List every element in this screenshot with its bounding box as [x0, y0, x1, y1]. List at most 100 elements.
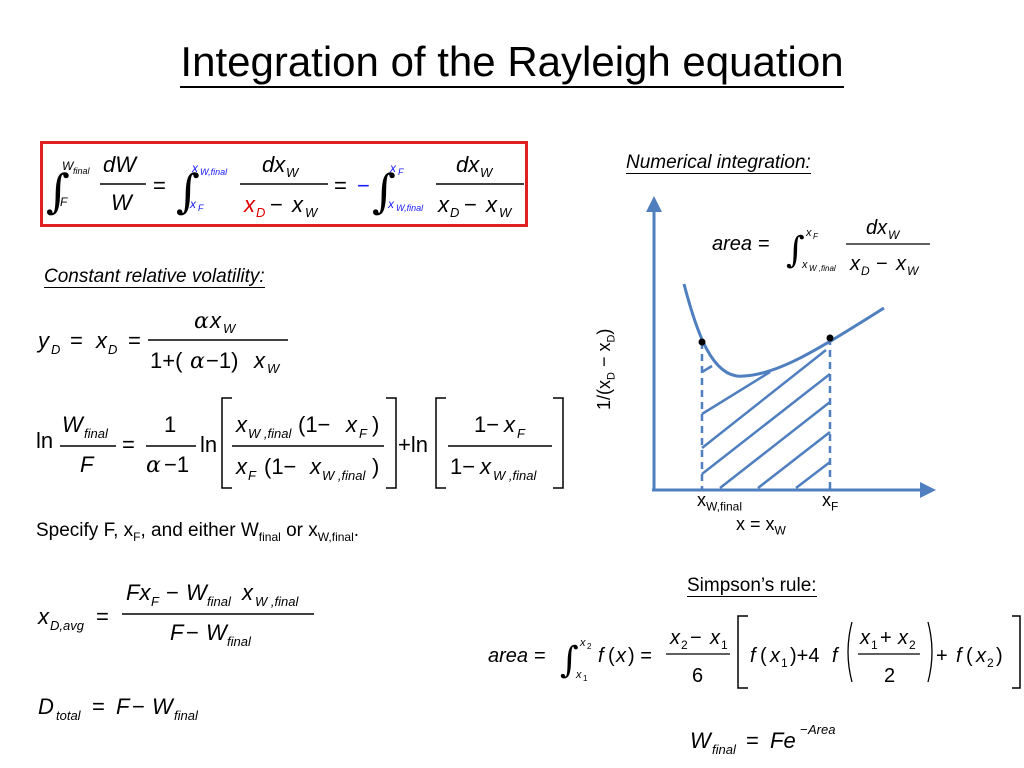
svg-text:6: 6 [692, 665, 703, 687]
svg-text:x: x [345, 412, 358, 437]
svg-text:−1: −1 [164, 452, 189, 477]
svg-text:x: x [253, 348, 266, 373]
svg-text:x: x [189, 197, 197, 211]
svg-text:−: − [270, 192, 283, 217]
svg-text:x: x [387, 197, 395, 211]
svg-text:x: x [389, 161, 397, 175]
svg-text:W: W [480, 165, 494, 180]
svg-text:−: − [132, 694, 145, 719]
svg-text:+: + [936, 645, 948, 667]
x-axis-label: x = xW [736, 514, 786, 538]
svg-text:+: + [880, 627, 892, 649]
page-title: Integration of the Rayleigh equation [0, 38, 1024, 88]
svg-text:2: 2 [681, 638, 688, 652]
svg-text:x: x [615, 645, 627, 667]
svg-text:F: F [80, 452, 95, 477]
svg-text:F: F [398, 167, 404, 177]
svg-text:W: W [888, 228, 901, 242]
svg-text:=: = [70, 328, 83, 353]
svg-text:F: F [170, 620, 185, 645]
svg-text:=: = [153, 173, 166, 198]
specify-text: Specify F, xF, and either Wfinal or xW,f… [36, 520, 360, 544]
svg-text:F: F [813, 232, 819, 241]
svg-text:dx: dx [456, 152, 480, 177]
svg-text:ln: ln [36, 428, 53, 453]
svg-text:area: area [488, 645, 528, 667]
svg-text:f: f [832, 645, 840, 667]
svg-text:W: W [267, 361, 281, 376]
svg-text:F: F [248, 468, 257, 483]
svg-text:(: ( [966, 645, 973, 667]
svg-text:∫: ∫ [560, 640, 579, 681]
svg-text:x: x [709, 627, 721, 649]
svg-text:2: 2 [587, 642, 592, 651]
svg-text:−: − [357, 173, 370, 198]
numerical-integration-graph [646, 196, 936, 498]
svg-text:2: 2 [884, 665, 895, 687]
constant-volatility-heading: Constant relative volatility: [44, 266, 265, 288]
svg-text:final: final [174, 708, 199, 723]
svg-text:−: − [876, 253, 888, 275]
svg-text:F: F [517, 426, 526, 441]
svg-text:f: f [750, 645, 758, 667]
svg-text:W ,final: W ,final [493, 468, 537, 483]
svg-text:ln: ln [200, 432, 217, 457]
svg-text:1: 1 [871, 638, 878, 652]
svg-text:W: W [305, 205, 319, 220]
y-axis-arrow-icon [646, 196, 662, 212]
svg-text:F: F [359, 426, 368, 441]
svg-text:F: F [151, 594, 160, 609]
svg-text:x: x [437, 192, 450, 217]
svg-text:x: x [769, 645, 781, 667]
svg-text:dx: dx [262, 152, 286, 177]
svg-text:(1−: (1− [298, 412, 330, 437]
svg-text:∫: ∫ [786, 230, 805, 271]
svg-text:x: x [209, 308, 222, 333]
svg-text:): ) [372, 412, 379, 437]
svg-text:x: x [849, 253, 861, 275]
svg-text:): ) [996, 645, 1003, 667]
svg-text:x: x [669, 627, 681, 649]
svg-text:1−: 1− [474, 412, 499, 437]
x-tick-f: xF [822, 490, 839, 514]
svg-text:∫: ∫ [176, 164, 200, 218]
svg-text:W: W [690, 728, 713, 753]
svg-text:−: − [464, 192, 477, 217]
svg-text:y: y [36, 328, 51, 353]
svg-text:−: − [186, 620, 199, 645]
svg-text:D: D [450, 205, 459, 220]
svg-text:+ln: +ln [398, 432, 428, 457]
svg-text:1: 1 [721, 638, 728, 652]
svg-text:F: F [116, 694, 131, 719]
svg-text:(1−: (1− [264, 454, 296, 479]
svg-text:D: D [256, 205, 265, 220]
svg-text:α: α [190, 349, 205, 374]
svg-text:1: 1 [583, 674, 588, 683]
svg-text:area: area [712, 233, 752, 255]
svg-text:final: final [73, 166, 91, 176]
svg-text:α: α [194, 309, 209, 334]
area-hatching [701, 349, 831, 489]
svg-text:W: W [286, 165, 300, 180]
svg-text:x: x [235, 412, 248, 437]
svg-text:=: = [122, 432, 135, 457]
svg-text:=: = [128, 328, 141, 353]
svg-text:x: x [37, 604, 50, 629]
svg-text:x: x [805, 227, 812, 239]
svg-text:)+4: )+4 [790, 645, 819, 667]
svg-text:x: x [241, 580, 254, 605]
svg-text:(: ( [608, 645, 615, 667]
svg-text:x: x [485, 192, 498, 217]
svg-text:1: 1 [164, 412, 176, 437]
svg-text:x: x [579, 637, 586, 649]
svg-text:f: f [598, 645, 606, 667]
svg-text:final: final [712, 742, 737, 757]
svg-text:W ,final: W ,final [255, 594, 299, 609]
svg-text:final: final [227, 634, 252, 649]
svg-text:final: final [84, 426, 109, 441]
svg-text:1−: 1− [450, 454, 475, 479]
